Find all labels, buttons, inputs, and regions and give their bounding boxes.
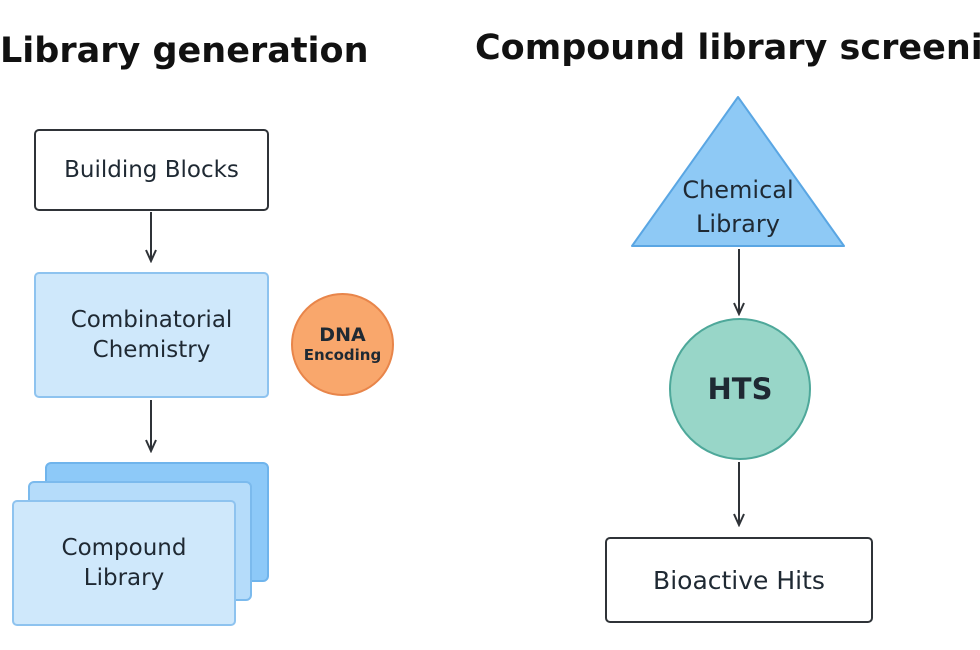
- compound-library-screening-heading: Compound library screening: [475, 28, 980, 68]
- hts-label: HTS: [707, 372, 773, 406]
- chemical-library-label: Chemical Library: [640, 174, 836, 241]
- combinatorial-chemistry-box: Combinatorial Chemistry: [34, 272, 269, 398]
- building-blocks-box: Building Blocks: [34, 129, 269, 211]
- dna-label-line1: DNA: [319, 323, 366, 346]
- combinatorial-label-line2: Chemistry: [92, 337, 211, 363]
- compound-label-line1: Compound: [61, 534, 187, 561]
- building-blocks-label: Building Blocks: [64, 156, 239, 183]
- combinatorial-label-line1: Combinatorial: [70, 306, 233, 333]
- bioactive-hits-label: Bioactive Hits: [653, 565, 825, 595]
- dna-label-line2: Encoding: [303, 345, 382, 364]
- compound-label-line2: Library: [83, 565, 165, 591]
- chemical-label-line2: Library: [696, 209, 780, 238]
- chemical-library-triangle: [631, 96, 845, 247]
- dna-encoding-circle: DNA Encoding: [291, 293, 394, 396]
- library-generation-heading: Library generation: [0, 31, 369, 71]
- chemical-label-line1: Chemical: [682, 176, 794, 204]
- compound-library-box: Compound Library: [12, 500, 236, 626]
- bioactive-hits-box: Bioactive Hits: [605, 537, 873, 623]
- hts-circle: HTS: [669, 318, 811, 460]
